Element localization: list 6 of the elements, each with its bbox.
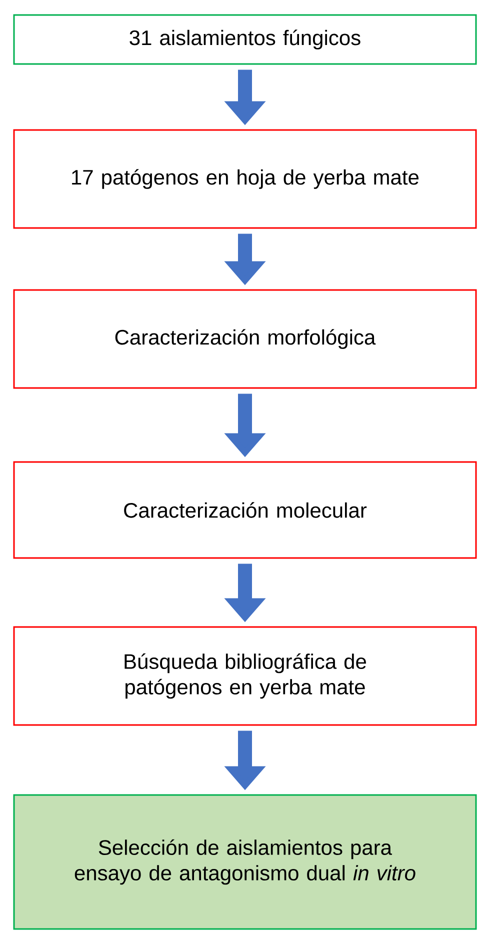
process-box: Selección de aislamientos para ensayo de antagonismo dual in vitro <box>13 794 477 930</box>
process-box: 31 aislamientos fúngicos <box>13 14 477 65</box>
process-box: Caracterización morfológica <box>13 289 477 389</box>
process-box: Caracterización molecular <box>13 461 477 559</box>
process-box: Búsqueda bibliográfica de patógenos en yerba mate <box>13 626 477 726</box>
process-box: 17 patógenos en hoja de yerba mate <box>13 129 477 229</box>
